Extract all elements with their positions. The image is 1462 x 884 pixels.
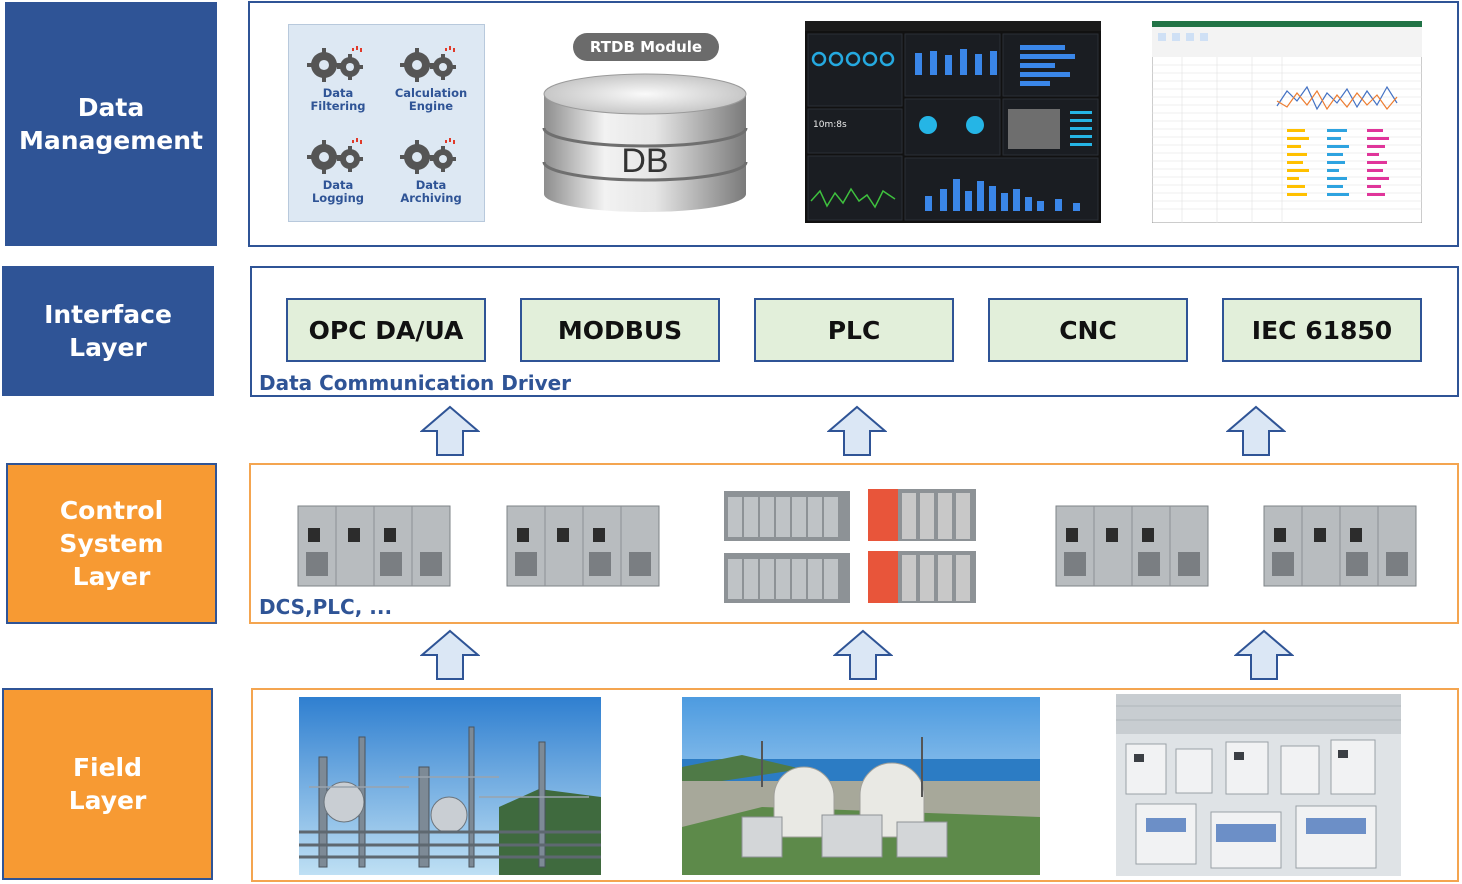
drive-cabinet-image bbox=[506, 505, 660, 587]
up-arrow-icon bbox=[833, 629, 893, 680]
up-arrow-icon bbox=[1234, 629, 1294, 680]
gears-icon bbox=[307, 138, 363, 174]
spreadsheet-screenshot bbox=[1152, 21, 1422, 223]
up-arrow-icon bbox=[827, 405, 887, 456]
function-label-data-logging: Data Logging bbox=[311, 178, 365, 205]
layer-label-data-management: Data Management bbox=[5, 2, 217, 246]
drive-cabinet-image bbox=[1055, 505, 1209, 587]
svg-text:10m:8s: 10m:8s bbox=[813, 120, 847, 130]
function-label-data-filtering: Data Filtering bbox=[310, 86, 366, 113]
protocol-modbus: MODBUS bbox=[520, 298, 720, 362]
plc-modules-image bbox=[724, 489, 976, 603]
up-arrow-icon bbox=[420, 629, 480, 680]
gears-icon bbox=[307, 46, 363, 82]
protocol-opc: OPC DA/UA bbox=[286, 298, 486, 362]
nuclear-plant-photo bbox=[682, 697, 1040, 875]
control-system-panel bbox=[249, 463, 1459, 624]
interface-caption: Data Communication Driver bbox=[259, 371, 572, 395]
database-label: DB bbox=[621, 142, 669, 180]
gears-icon bbox=[400, 138, 456, 174]
protocol-plc: PLC bbox=[754, 298, 954, 362]
rtdb-module-badge: RTDB Module bbox=[573, 33, 719, 61]
drive-cabinet-image bbox=[1263, 505, 1417, 587]
protocol-iec-61850: IEC 61850 bbox=[1222, 298, 1422, 362]
layer-label-interface: Interface Layer bbox=[2, 266, 214, 396]
protocol-cnc: CNC bbox=[988, 298, 1188, 362]
layer-label-field: Field Layer bbox=[2, 688, 213, 880]
function-label-data-archiving: Data Archiving bbox=[400, 178, 462, 205]
up-arrow-icon bbox=[1226, 405, 1286, 456]
drive-cabinet-image bbox=[297, 505, 451, 587]
factory-floor-photo bbox=[1116, 694, 1401, 876]
refinery-photo bbox=[299, 697, 601, 875]
layer-label-control-system: Control System Layer bbox=[6, 463, 217, 624]
control-caption: DCS,PLC, ... bbox=[259, 595, 393, 619]
dashboard-screenshot: 10m:8s bbox=[805, 21, 1101, 223]
function-label-calculation-engine: Calculation Engine bbox=[394, 86, 468, 113]
database-icon bbox=[542, 73, 748, 212]
data-functions-box: Data Filtering Calculation Engine Data L… bbox=[288, 24, 485, 222]
gears-icon bbox=[400, 46, 456, 82]
up-arrow-icon bbox=[420, 405, 480, 456]
